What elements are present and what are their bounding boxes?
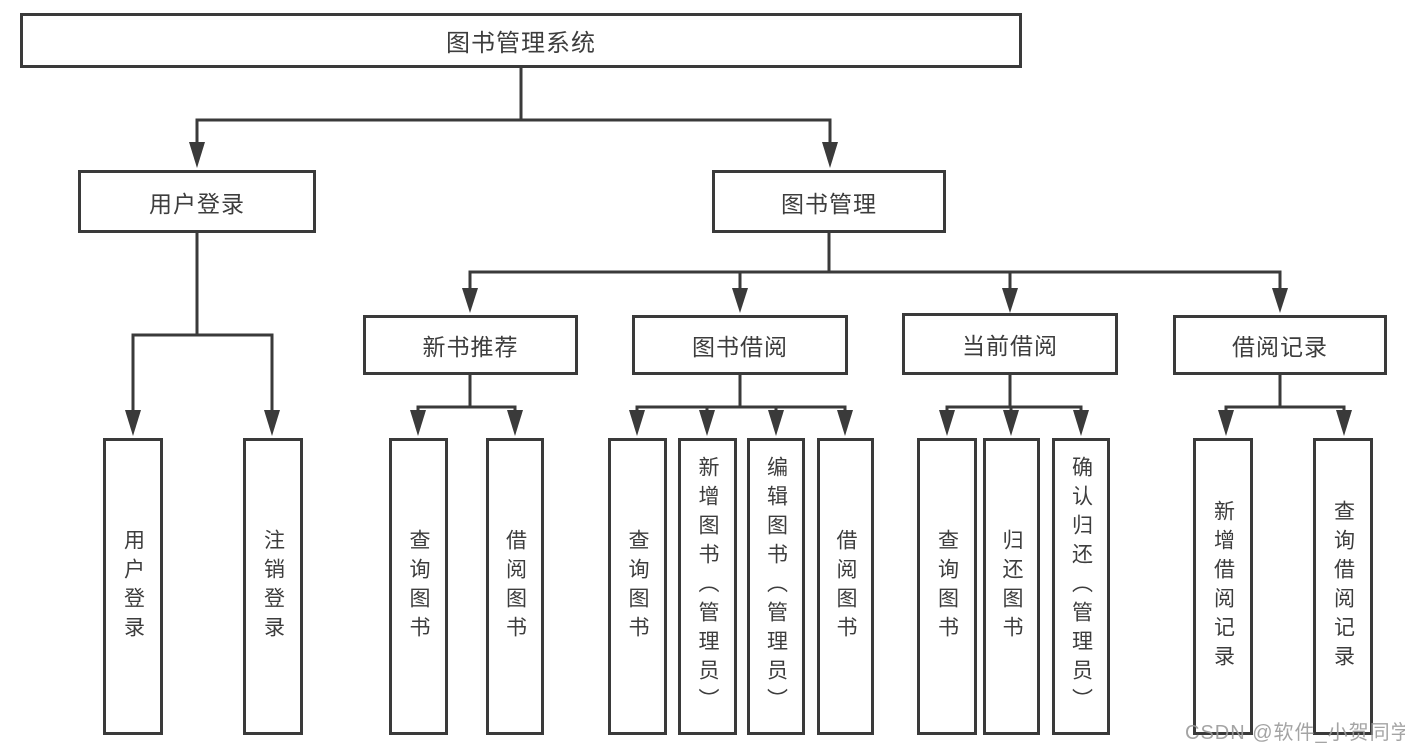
leaf-logout: 注销登录 bbox=[243, 438, 303, 735]
leaf-user-login: 用户登录 bbox=[103, 438, 163, 735]
leaf-br-query-record: 查询借阅记录 bbox=[1313, 438, 1373, 735]
leaf-br-add-record: 新增借阅记录 bbox=[1193, 438, 1253, 735]
node-book-borrow-label: 图书借阅 bbox=[692, 334, 788, 360]
leaf-cb-query-books: 查询图书 bbox=[917, 438, 977, 735]
node-root-label: 图书管理系统 bbox=[446, 30, 596, 57]
node-book-management-label: 图书管理 bbox=[781, 190, 877, 217]
node-current-borrow-label: 当前借阅 bbox=[962, 333, 1058, 359]
node-new-book-recommend-label: 新书推荐 bbox=[422, 334, 519, 360]
node-root-system: 图书管理系统 bbox=[20, 13, 1022, 68]
leaf-logout-label: 注销登录 bbox=[261, 528, 285, 645]
csdn-watermark: CSDN @软件_小贺同学 bbox=[1185, 722, 1405, 744]
leaf-bb-query-books: 查询图书 bbox=[608, 438, 667, 735]
leaf-bb-borrow-books: 借阅图书 bbox=[817, 438, 874, 735]
leaf-cb-return-books-label: 归还图书 bbox=[1000, 528, 1023, 645]
node-borrow-records-label: 借阅记录 bbox=[1232, 334, 1328, 360]
leaf-bb-add-books: 新增图书（管理员） bbox=[678, 438, 737, 735]
leaf-br-add-record-label: 新增借阅记录 bbox=[1211, 499, 1235, 674]
leaf-cb-confirm-return-label: 确认归还（管理员） bbox=[1069, 456, 1093, 717]
node-user-login-label: 用户登录 bbox=[149, 190, 245, 217]
node-book-management: 图书管理 bbox=[712, 170, 946, 233]
leaf-bb-edit-books: 编辑图书（管理员） bbox=[747, 438, 805, 735]
leaf-bb-add-books-label: 新增图书（管理员） bbox=[696, 456, 719, 717]
leaf-cb-query-books-label: 查询图书 bbox=[935, 528, 959, 645]
leaf-nb-borrow-books: 借阅图书 bbox=[486, 438, 544, 735]
leaf-nb-query-books: 查询图书 bbox=[389, 438, 448, 735]
leaf-bb-edit-books-label: 编辑图书（管理员） bbox=[764, 456, 788, 717]
node-new-book-recommend: 新书推荐 bbox=[363, 315, 578, 375]
node-user-login: 用户登录 bbox=[78, 170, 316, 233]
leaf-cb-confirm-return: 确认归还（管理员） bbox=[1052, 438, 1110, 735]
leaf-bb-query-books-label: 查询图书 bbox=[626, 528, 649, 645]
leaf-nb-query-books-label: 查询图书 bbox=[407, 528, 430, 645]
node-current-borrow: 当前借阅 bbox=[902, 313, 1118, 375]
leaf-br-query-record-label: 查询借阅记录 bbox=[1331, 499, 1355, 674]
leaf-bb-borrow-books-label: 借阅图书 bbox=[834, 528, 857, 645]
leaf-cb-return-books: 归还图书 bbox=[983, 438, 1040, 735]
node-borrow-records: 借阅记录 bbox=[1173, 315, 1387, 375]
node-book-borrow: 图书借阅 bbox=[632, 315, 848, 375]
leaf-user-login-label: 用户登录 bbox=[121, 528, 145, 645]
leaf-nb-borrow-books-label: 借阅图书 bbox=[503, 528, 527, 645]
